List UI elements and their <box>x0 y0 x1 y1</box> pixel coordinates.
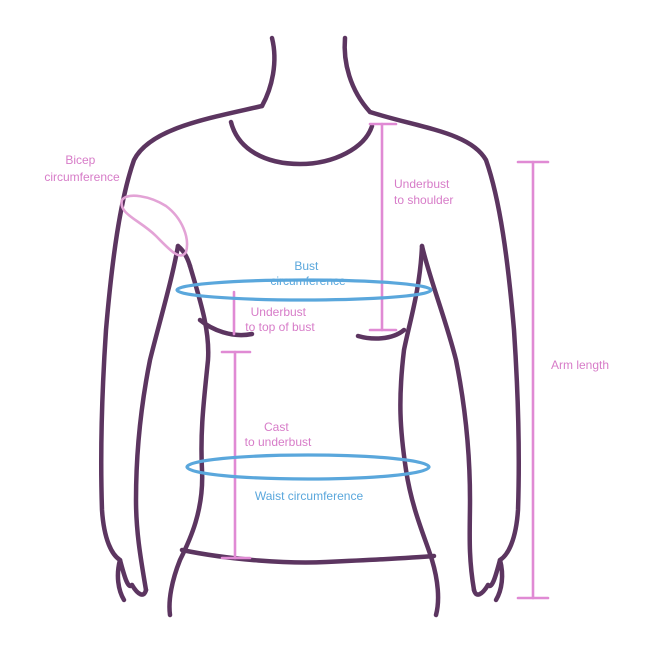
bicep-label-line1: Bicep <box>65 153 95 167</box>
collar <box>228 119 375 167</box>
underbust-to-shoulder-line <box>368 122 398 332</box>
cast-label-line1: Cast <box>264 420 289 434</box>
bust-label-line1: Bust <box>294 259 319 273</box>
underbust-top-label-line2: to top of bust <box>245 320 315 334</box>
hem-line <box>179 547 437 565</box>
neck-left <box>259 35 277 109</box>
left-torso <box>167 263 211 618</box>
bust-label-line2: circumference <box>270 274 346 288</box>
bust-label: Bust circumference <box>270 259 346 288</box>
arm-length-label: Arm length <box>551 358 609 372</box>
right-bust-curve <box>355 327 407 341</box>
left-arm-outer <box>98 103 265 589</box>
waist-circumference-ellipse <box>185 453 431 481</box>
bicep-measure-loop <box>120 194 189 257</box>
right-arm-inner <box>419 243 477 593</box>
arm-length-line <box>516 160 550 600</box>
bust-circumference-ellipse <box>175 278 433 302</box>
underbust-shoulder-label: Underbust to shoulder <box>394 177 453 207</box>
underbust-top-label-line1: Underbust <box>251 305 307 319</box>
underbust-top-label: Underbust to top of bust <box>245 305 315 334</box>
bicep-label-line2: circumference <box>44 170 120 184</box>
cast-label: Cast to underbust <box>245 420 312 449</box>
underbust-shoulder-label-line2: to shoulder <box>394 193 453 207</box>
cast-label-line2: to underbust <box>245 435 312 449</box>
neck-right <box>342 35 373 115</box>
underbust-shoulder-label-line1: Underbust <box>394 177 450 191</box>
waist-label: Waist circumference <box>255 489 364 503</box>
torso-outline <box>98 35 522 618</box>
cast-to-underbust-line <box>220 350 252 560</box>
bicep-label: Bicep circumference <box>44 153 120 184</box>
left-bust-curve <box>197 317 255 338</box>
left-arm-inner <box>133 243 181 593</box>
